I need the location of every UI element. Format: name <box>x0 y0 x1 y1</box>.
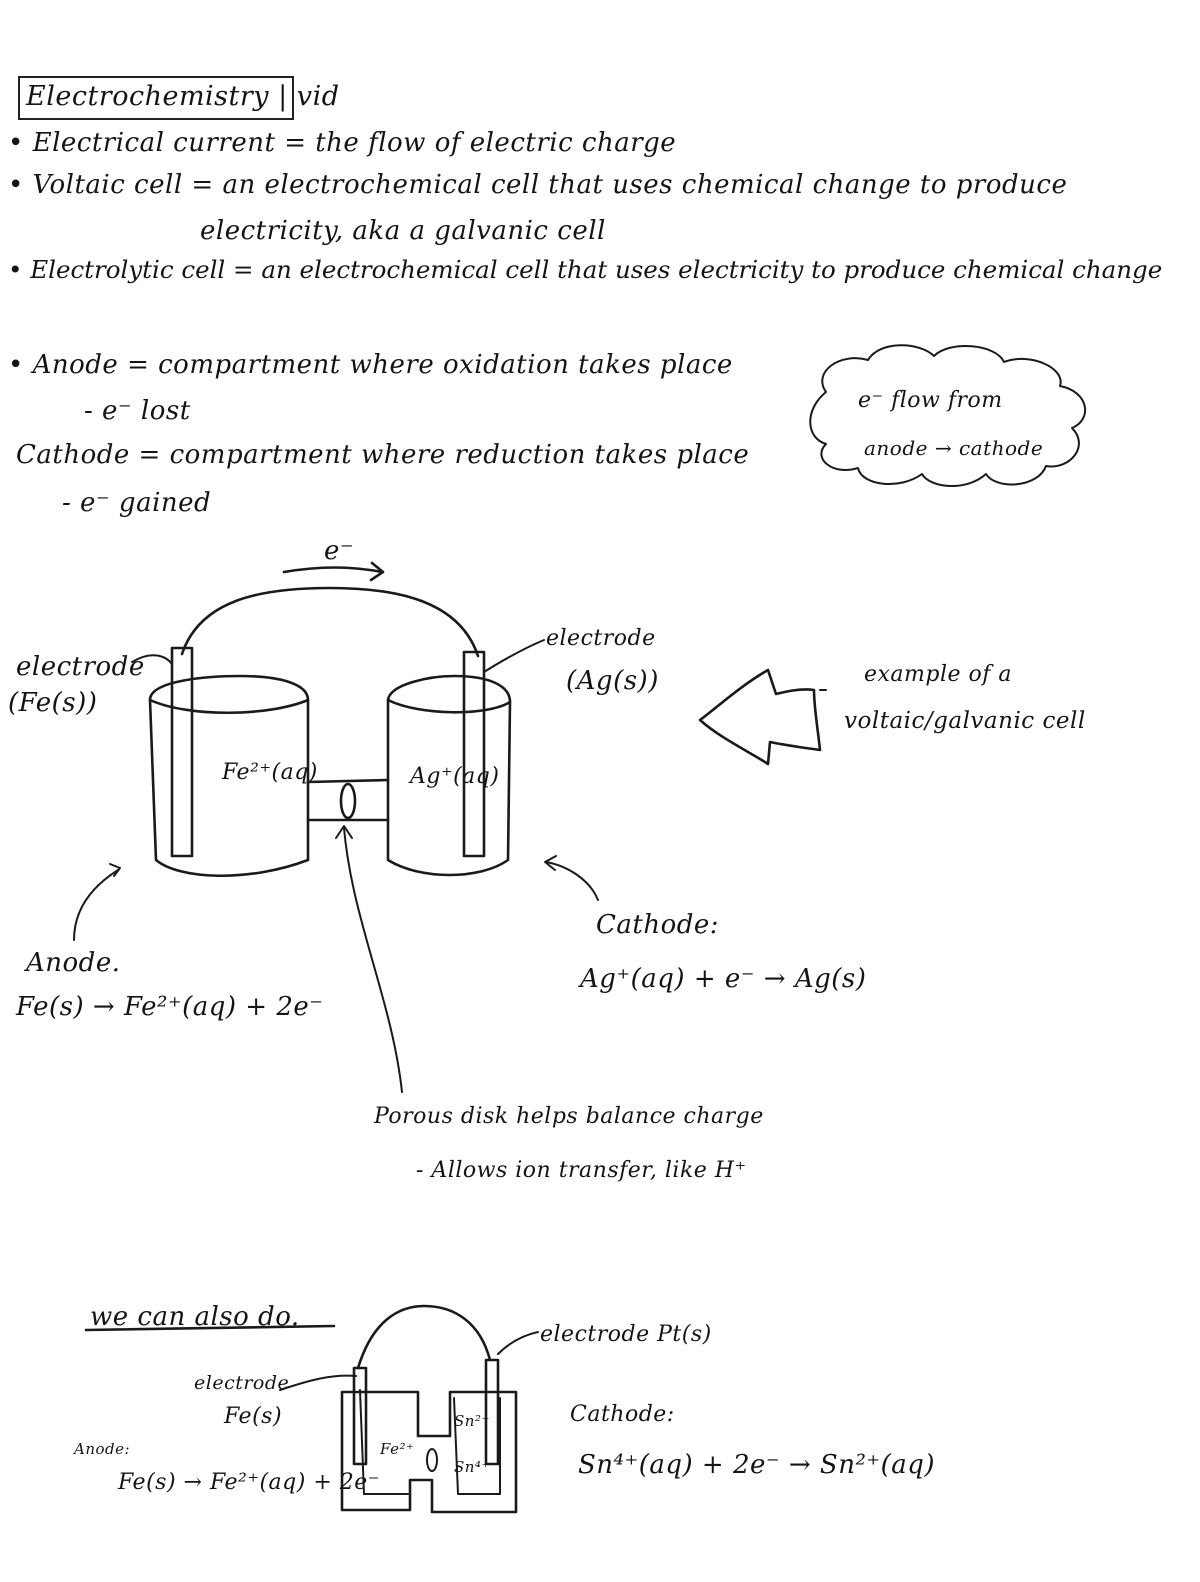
left-beaker <box>148 674 310 878</box>
anode-label: Anode. <box>26 948 121 978</box>
example-line1: example of a <box>864 662 1013 687</box>
def-voltaic-cell-line1: • Voltaic cell = an electrochemical cell… <box>8 170 1068 200</box>
def-electrolytic-cell: • Electrolytic cell = an electrochemical… <box>8 255 1163 284</box>
left-electrode-material: (Fe(s)) <box>8 688 98 718</box>
def-voltaic-cell-line2: electricity, aka a galvanic cell <box>200 216 606 246</box>
porous-disk <box>339 782 357 820</box>
right-electrode-label: electrode <box>546 626 656 651</box>
right-electrode <box>462 650 486 858</box>
left-electrode-label: electrode <box>16 652 145 682</box>
porous-disk-line2: - Allows ion transfer, like H⁺ <box>416 1158 747 1183</box>
cloud-outline <box>809 344 1087 488</box>
example-line2: voltaic/galvanic cell <box>844 708 1086 734</box>
porous-disk-line1: Porous disk helps balance charge <box>374 1104 764 1129</box>
anode-reaction: Fe(s) → Fe²⁺(aq) + 2e⁻ <box>16 992 324 1022</box>
def-cathode-sub: - e⁻ gained <box>62 488 212 518</box>
example-arrow <box>698 668 822 766</box>
diagram2-right-electrode: electrode Pt(s) <box>540 1322 712 1347</box>
electron-label: e⁻ <box>324 536 355 566</box>
left-electrode <box>170 646 194 858</box>
diagram2-right-solution-top: Sn²⁺ <box>454 1412 490 1430</box>
diagram2-cathode-label: Cathode: <box>570 1402 675 1427</box>
diagram2-left-electrode-label: electrode <box>194 1372 290 1394</box>
diagram2-heading: we can also do. <box>90 1302 300 1332</box>
cell2-wire <box>356 1304 492 1370</box>
diagram2-anode-label: Anode: <box>74 1440 131 1458</box>
salt-bridge <box>306 778 390 822</box>
title-box <box>18 76 294 120</box>
wire <box>180 586 480 658</box>
cathode-label: Cathode: <box>596 910 720 940</box>
def-electrical-current: • Electrical current = the flow of elect… <box>8 128 677 158</box>
cell2-beaker <box>340 1390 518 1514</box>
diagram2-left-solution: Fe²⁺ <box>380 1440 415 1458</box>
cathode-reaction: Ag⁺(aq) + e⁻ → Ag(s) <box>580 964 867 994</box>
def-anode-sub: - e⁻ lost <box>84 396 191 426</box>
right-solution-label: Ag⁺(aq) <box>410 764 500 789</box>
diagram2-cathode-reaction: Sn⁴⁺(aq) + 2e⁻ → Sn²⁺(aq) <box>578 1450 936 1480</box>
def-cathode: Cathode = compartment where reduction ta… <box>16 440 750 470</box>
def-anode: • Anode = compartment where oxidation ta… <box>8 350 733 380</box>
cloud-note-line2: anode → cathode <box>864 436 1044 460</box>
diagram2-left-electrode-material: Fe(s) <box>224 1404 283 1429</box>
page-title: Electrochemistry | vid <box>26 81 340 112</box>
diagram2-anode-reaction: Fe(s) → Fe²⁺(aq) + 2e⁻ <box>118 1470 380 1495</box>
left-solution-label: Fe²⁺(aq) <box>222 760 318 785</box>
cloud-note-line1: e⁻ flow from <box>858 388 1003 413</box>
right-electrode-material: (Ag(s)) <box>566 666 659 696</box>
diagram2-right-solution-bottom: Sn⁴⁺ <box>454 1458 490 1476</box>
right-beaker <box>386 674 512 877</box>
electron-flow-arrow <box>282 566 384 574</box>
